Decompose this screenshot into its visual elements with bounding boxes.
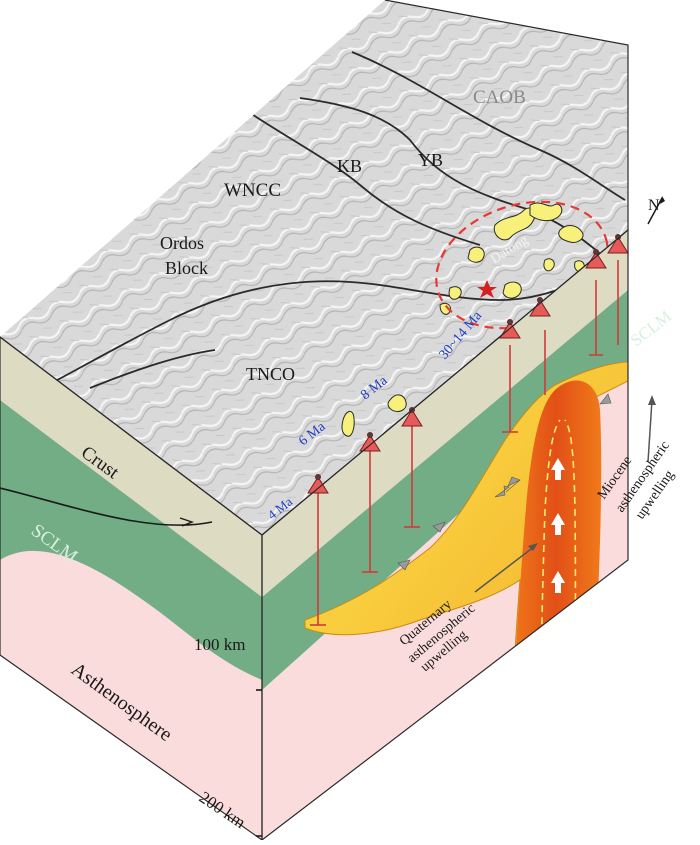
north-arrow bbox=[647, 196, 665, 225]
label-100km: 100 km bbox=[194, 635, 245, 654]
label-tnco: TNCO bbox=[246, 364, 295, 384]
label-kb: KB bbox=[337, 156, 362, 176]
upward-flow-arrows bbox=[551, 458, 565, 593]
magma-feeder-lines bbox=[502, 260, 619, 433]
front-sclm bbox=[0, 400, 262, 680]
datong-circle bbox=[435, 200, 609, 330]
right-sclm bbox=[262, 290, 628, 690]
label-caob: CAOB bbox=[473, 87, 526, 108]
label-ordos: Ordos bbox=[160, 233, 204, 253]
front-fault bbox=[0, 487, 213, 526]
right-crust bbox=[262, 230, 628, 597]
lateral-flow-arrows bbox=[397, 393, 612, 571]
tectonic-boundaries bbox=[0, 51, 626, 411]
label-north: N bbox=[648, 197, 660, 214]
volcanic-fields bbox=[341, 202, 585, 437]
label-yb: YB bbox=[418, 150, 443, 170]
front-crust bbox=[0, 337, 262, 597]
right-outline bbox=[261, 228, 629, 842]
front-feeder-lines bbox=[310, 422, 420, 626]
datong-star bbox=[477, 280, 497, 298]
fault-arrow bbox=[179, 517, 195, 527]
volcano-cones bbox=[307, 234, 629, 494]
label-block: Block bbox=[165, 258, 208, 278]
label-sclm-right: SCLM bbox=[627, 307, 675, 350]
label-wncc: WNCC bbox=[224, 180, 281, 201]
